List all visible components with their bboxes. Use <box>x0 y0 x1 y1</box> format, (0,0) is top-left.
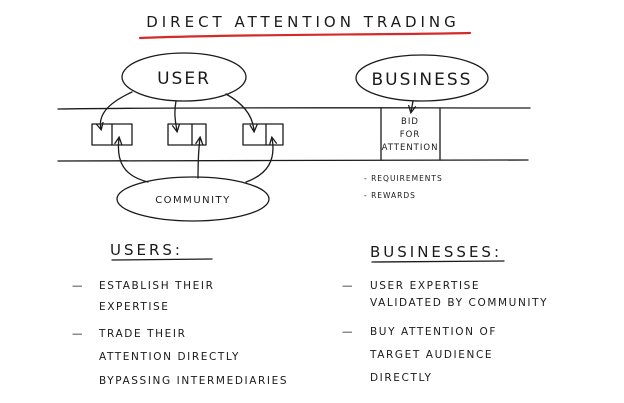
trade-slot-3 <box>242 123 284 146</box>
users-bullet-2-line-2: ATTENTION DIRECTLY <box>99 351 240 363</box>
businesses-bullet-2-line-2: TARGET AUDIENCE <box>369 349 493 361</box>
businesses-heading-underline <box>371 260 505 263</box>
users-bullet-2-line-3: BYPASSING INTERMEDIARIES <box>99 375 288 387</box>
community-node-label: COMMUNITY <box>155 195 231 206</box>
users-heading-underline <box>111 258 213 261</box>
band-top-line <box>57 107 531 110</box>
bid-line-3: ATTENTION <box>382 143 439 153</box>
arrow-business-to-bid <box>411 100 413 112</box>
businesses-bullet-2-line-3: DIRECTLY <box>370 372 433 384</box>
business-node-label: BUSINESS <box>372 70 473 90</box>
bid-for-attention-box <box>380 107 441 161</box>
user-node-ellipse <box>121 52 247 102</box>
bid-line-2: FOR <box>400 130 421 140</box>
users-bullet-2-line-1: TRADE THEIR <box>98 328 186 340</box>
businesses-bullet-1-line-2: VALIDATED BY COMMUNITY <box>370 297 548 309</box>
user-node-label: USER <box>157 69 211 89</box>
users-bullet-2-dash: — <box>72 328 84 340</box>
arrow-community-to-slot-2 <box>198 138 200 179</box>
business-node-ellipse <box>355 54 489 102</box>
users-bullet-1-dash: — <box>72 280 84 292</box>
arrow-community-to-slot-1 <box>118 138 149 183</box>
title-underline <box>138 31 472 40</box>
businesses-heading: BUSINESSES: <box>370 243 502 261</box>
note-requirements: - REQUIREMENTS <box>364 174 443 183</box>
band-bottom-line <box>57 159 529 162</box>
businesses-bullet-1-dash: — <box>342 280 354 292</box>
arrow-community-to-slot-3 <box>245 138 273 183</box>
users-heading: USERS: <box>110 241 183 259</box>
note-rewards: - REWARDS <box>364 191 416 200</box>
diagram-title: DIRECT ATTENTION TRADING <box>146 13 460 31</box>
arrow-user-to-slot-2 <box>175 100 177 131</box>
businesses-bullet-2-dash: — <box>342 326 354 338</box>
trade-slot-1 <box>91 123 133 146</box>
businesses-bullet-1-line-1: USER EXPERTISE <box>370 280 480 292</box>
bid-line-1: BID <box>401 117 419 127</box>
arrow-user-to-slot-1 <box>100 91 133 129</box>
users-bullet-1-line-2: EXPERTISE <box>99 301 170 313</box>
community-node-ellipse <box>116 176 270 222</box>
businesses-bullet-2-line-1: BUY ATTENTION OF <box>370 326 497 338</box>
users-bullet-1-line-1: ESTABLISH THEIR <box>99 280 214 292</box>
trade-slot-2 <box>167 123 207 146</box>
arrow-user-to-slot-3 <box>225 93 254 131</box>
